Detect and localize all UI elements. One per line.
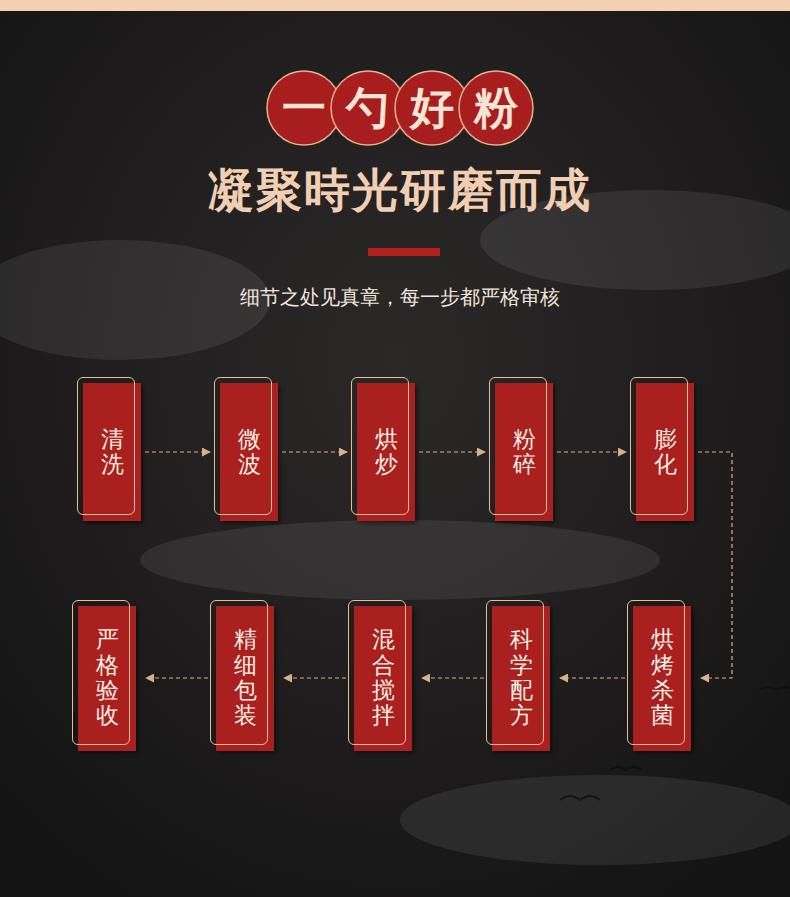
step-label: 清洗 [101,427,124,478]
title-circle [459,71,533,145]
step-label: 精细包装 [234,627,257,728]
title-char: 粉 [464,79,528,138]
process-box: 科学配方 [492,606,550,751]
flow-arrow [422,677,484,678]
step-label: 烘烤杀菌 [651,627,674,728]
tagline: 细节之处见真章，每一步都严格审核 [240,284,560,311]
flow-arrow [560,677,625,678]
process-box: 微波 [220,383,278,521]
subtitle: 凝聚時光研磨而成 [208,160,592,222]
process-box: 烘炒 [357,383,415,521]
step-label: 粉碎 [513,427,536,478]
title-char: 勺 [336,79,400,138]
title-circle [331,71,405,145]
step-label: 严格验收 [96,627,119,728]
process-box: 膨化 [636,383,694,521]
top-strip [0,0,790,11]
process-box: 烘烤杀菌 [633,606,691,751]
step-label: 烘炒 [375,427,398,478]
flow-arrow [698,452,732,678]
step-label: 微波 [238,427,261,478]
title-circle [395,71,469,145]
title-char: 好 [400,79,464,138]
flow-arrow [145,451,210,452]
flow-arrow [282,451,347,452]
process-box: 精细包装 [216,606,274,751]
title-circles [267,71,533,145]
process-box: 严格验收 [78,606,136,751]
divider-bar [368,248,440,256]
process-box: 粉碎 [495,383,553,521]
step-label: 混合搅拌 [372,627,395,728]
flow-arrow [419,451,485,452]
ink-texture [0,190,790,865]
process-box: 混合搅拌 [354,606,412,751]
flow-arrow [284,677,346,678]
process-box: 清洗 [83,383,141,521]
title: 一勺好粉 [272,79,528,138]
title-circle [267,71,341,145]
title-char: 一 [272,79,336,138]
step-label: 科学配方 [510,627,533,728]
step-label: 膨化 [654,427,677,478]
flow-arrow [146,677,208,678]
flow-arrow [557,451,626,452]
